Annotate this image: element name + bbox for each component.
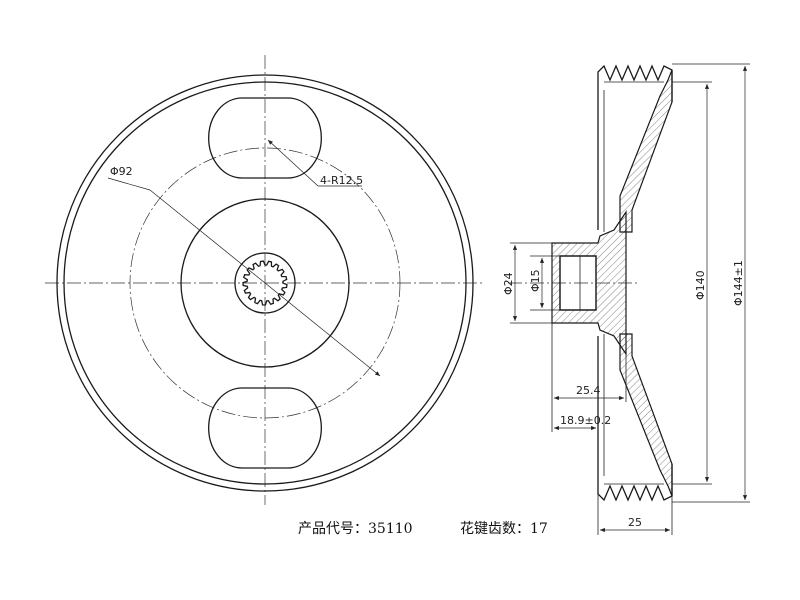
- slot-radius-label: 4-R12.5: [320, 174, 363, 187]
- outer-rim-circle: [56, 74, 474, 492]
- bolt-circle-leader: [107, 177, 151, 191]
- slot-radius-leader: [267, 139, 319, 187]
- product-code-label: 产品代号：: [298, 521, 368, 537]
- front-view: Φ92 4-R12.5: [45, 55, 485, 505]
- hub-outer-dimension-label: Φ24: [502, 272, 515, 295]
- groove-diameter-label: Φ140: [694, 270, 707, 300]
- bolt-circle-dimension-line: [149, 189, 381, 377]
- upper-slot: [208, 97, 322, 179]
- hub-bore: [559, 255, 597, 311]
- hub-length-label: 25.4: [576, 384, 601, 397]
- spline-teeth-value: 17: [530, 521, 548, 537]
- product-code-text: 产品代号：35110: [298, 518, 413, 538]
- spline-teeth: [242, 260, 288, 306]
- lower-rim-grooves: [597, 464, 673, 502]
- hub-offset-label: 18.9±0.2: [560, 414, 611, 427]
- section-view: Φ24 Φ15 Φ140 Φ144±1 25.4 18.9±0.2 25: [502, 63, 750, 535]
- hub-bore-dimension-label: Φ15: [529, 269, 542, 292]
- lower-slot: [208, 387, 322, 469]
- upper-rim-grooves: [597, 64, 673, 102]
- inner-rim-circle: [63, 81, 467, 485]
- hub-boss-circle: [234, 252, 296, 314]
- lower-web-section: [619, 333, 673, 497]
- upper-web-section: [619, 69, 673, 233]
- outer-diameter-label: Φ144±1: [732, 260, 745, 306]
- spline-teeth-text: 花键齿数：17: [460, 518, 548, 538]
- bolt-circle-dimension-label: Φ92: [110, 165, 133, 178]
- spline-teeth-label: 花键齿数：: [460, 521, 530, 537]
- rim-width-label: 25: [628, 516, 642, 529]
- bolt-circle: [129, 147, 401, 419]
- product-code-value: 35110: [368, 521, 413, 537]
- hub-circle: [180, 198, 350, 368]
